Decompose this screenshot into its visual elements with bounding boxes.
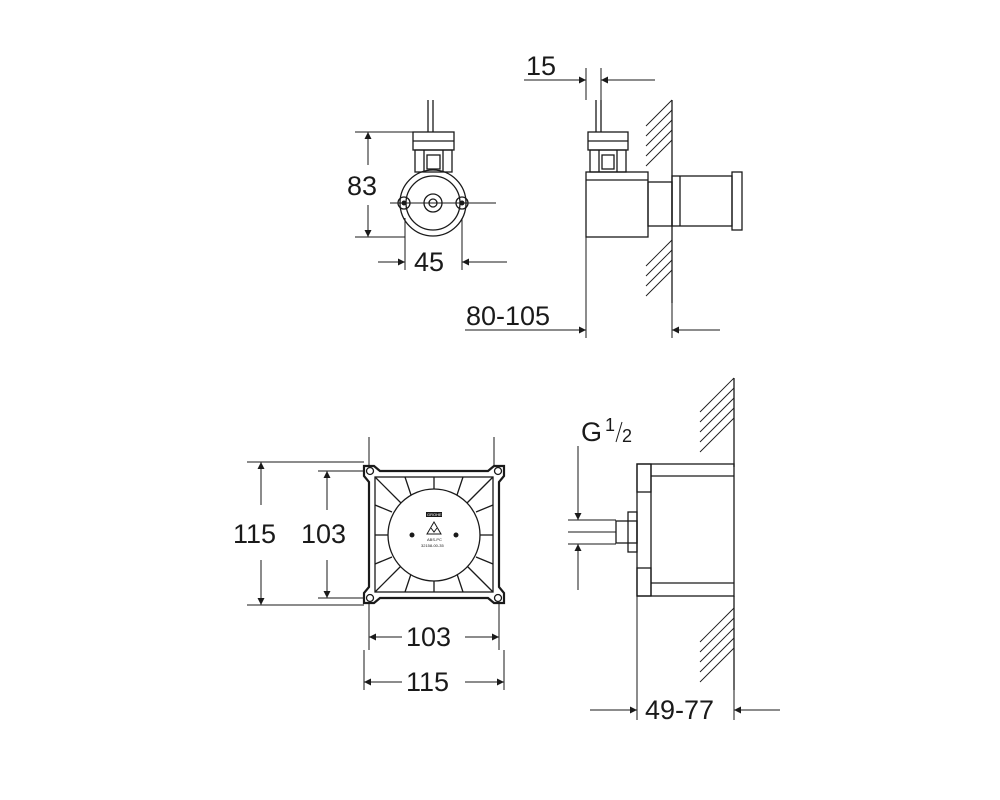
dim-box-inner-width: 103 [406,622,451,652]
dim-top-side-offset: 15 [526,51,556,81]
wall-hatch-line [699,627,735,663]
install-box-front-view: GROHE ABS-PC 32158-00-35 115 103 103 115 [233,437,506,697]
wall-hatch-line [699,607,735,643]
dim-top-side-depth: 80-105 [466,301,550,331]
wall-hatch-line [645,139,673,167]
install-box-side-view: G 1 2 49-77 [568,377,780,725]
box-logo-brand: GROHE [427,512,442,517]
wall-hatch-line [645,239,673,267]
valve-front-view: 83 45 [347,100,507,277]
dim-box-outer-height: 115 [233,519,276,549]
wall-hatch-line [645,129,673,157]
dim-thread-prefix: G [581,417,602,447]
wall-hatch-line [699,637,735,673]
wall-hatch-line [645,109,673,137]
wall-hatch-line [699,397,735,433]
dim-box-inner-height: 103 [301,519,346,549]
dim-thread-denominator: 2 [622,426,632,446]
box-logo-part: 32158-00-35 [421,543,444,548]
wall-hatch-line [699,647,735,683]
dim-top-front-width: 45 [414,247,444,277]
valve-side-view: 15 80-105 [465,51,743,338]
wall-hatch-line [645,99,673,127]
dim-box-side-depth: 49-77 [645,695,714,725]
wall-hatch-line [699,387,735,423]
wall-hatch-line [699,407,735,443]
wall-hatch-line [699,617,735,653]
wall-hatch-line [645,269,673,297]
wall-hatch-line [645,249,673,277]
wall-hatch-line [699,417,735,453]
dim-box-outer-width: 115 [406,667,449,697]
recycle-icon [426,521,442,535]
dim-top-front-height: 83 [347,171,377,201]
wall-hatch-line [699,377,735,413]
wall-hatch-line [645,119,673,147]
box-logo-code: ABS-PC [427,537,442,542]
dim-thread-numerator: 1 [605,415,615,435]
wall-hatch-line [645,259,673,287]
